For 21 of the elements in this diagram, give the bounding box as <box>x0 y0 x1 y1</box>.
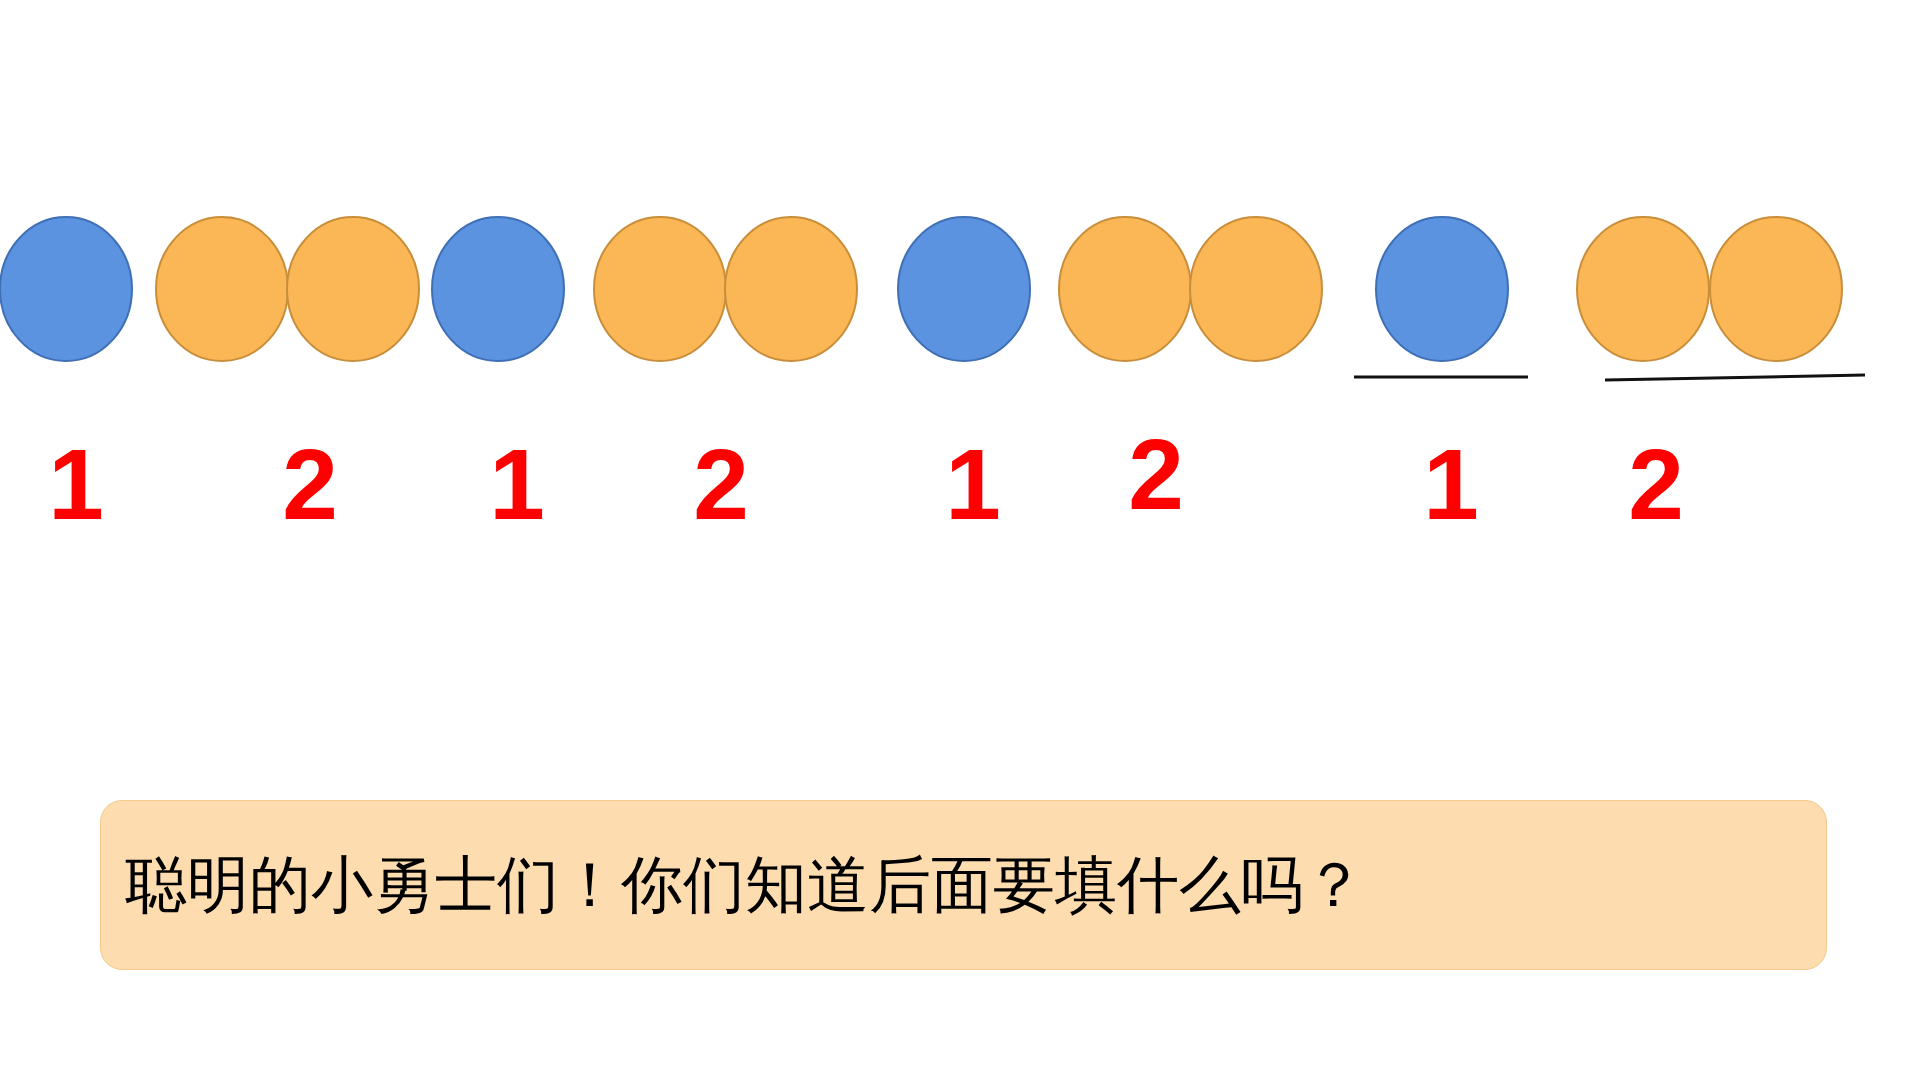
question-text: 聪明的小勇士们！你们知道后面要填什么吗？ <box>125 847 1365 923</box>
pattern-number: 2 <box>693 434 749 534</box>
circle <box>897 216 1031 362</box>
circle <box>1058 216 1192 362</box>
pattern-number: 2 <box>282 434 338 534</box>
pattern-number: 1 <box>1423 434 1479 534</box>
pattern-number: 1 <box>945 434 1001 534</box>
circle <box>1709 216 1843 362</box>
circle <box>1576 216 1710 362</box>
pattern-number: 2 <box>1628 434 1684 534</box>
circle <box>1375 216 1509 362</box>
pattern-number: 1 <box>489 434 545 534</box>
circle <box>286 216 420 362</box>
circle <box>1189 216 1323 362</box>
circle <box>155 216 289 362</box>
circle <box>431 216 565 362</box>
circle <box>593 216 727 362</box>
circle <box>724 216 858 362</box>
pattern-number: 2 <box>1128 424 1184 524</box>
question-banner <box>100 800 1827 970</box>
pattern-number: 1 <box>48 434 104 534</box>
